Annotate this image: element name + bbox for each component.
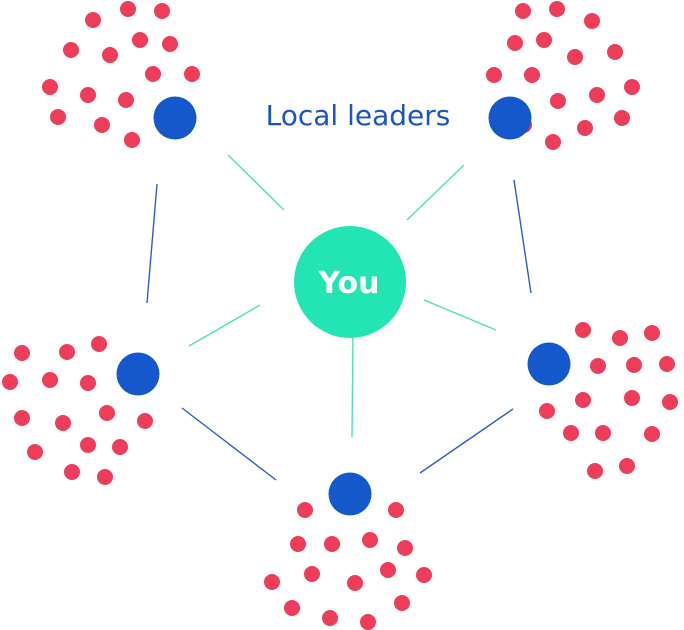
link-center-bottom [351, 325, 354, 438]
member-dot-bottom [290, 536, 306, 552]
member-dot-top-right [507, 35, 523, 51]
member-dot-top-left [85, 12, 101, 28]
center-node: You [294, 226, 406, 338]
member-dot-top-left [80, 87, 96, 103]
member-dot-top-right [524, 67, 540, 83]
member-dot-right [626, 357, 642, 373]
member-dot-right [619, 458, 635, 474]
member-dot-right [624, 390, 640, 406]
leaders-layer [116, 96, 571, 516]
links-layer [146, 154, 532, 481]
link-center-top-left [227, 154, 285, 211]
member-dot-bottom [322, 610, 338, 626]
local-leaders-label: Local leaders [266, 99, 451, 132]
member-dot-top-right [515, 3, 531, 19]
member-dot-left [99, 405, 115, 421]
link-leader-topright-right [513, 179, 532, 294]
member-dot-right [590, 358, 606, 374]
member-dot-bottom [347, 575, 363, 591]
member-dot-right [539, 403, 555, 419]
member-dot-top-right [567, 49, 583, 65]
member-dot-left [42, 372, 58, 388]
member-dot-left [97, 469, 113, 485]
member-dot-left [27, 444, 43, 460]
member-dot-top-left [42, 79, 58, 95]
link-center-top-right [406, 164, 465, 221]
member-dot-bottom [360, 614, 376, 630]
member-dot-left [14, 410, 30, 426]
member-dot-right [575, 322, 591, 338]
member-dot-bottom [362, 532, 378, 548]
member-dot-top-left [120, 1, 136, 17]
member-dot-bottom [324, 536, 340, 552]
member-dot-top-right [589, 87, 605, 103]
link-leader-right-bottom [419, 408, 514, 474]
member-dot-top-right [549, 1, 565, 17]
member-dot-right [659, 356, 675, 372]
leader-node-right [527, 342, 571, 386]
member-dot-top-left [102, 47, 118, 63]
member-dot-top-right [536, 32, 552, 48]
member-dot-top-right [577, 120, 593, 136]
link-center-left [188, 304, 261, 347]
member-dot-top-left [124, 132, 140, 148]
member-dot-top-right [545, 134, 561, 150]
link-leader-topleft-left [146, 183, 158, 304]
member-dot-right [575, 392, 591, 408]
member-dot-top-right [614, 110, 630, 126]
member-dot-left [137, 413, 153, 429]
member-dot-top-right [584, 13, 600, 29]
member-dot-left [112, 439, 128, 455]
member-dot-right [563, 425, 579, 441]
member-dot-right [662, 394, 678, 410]
member-dot-top-left [184, 66, 200, 82]
member-dot-top-right [486, 67, 502, 83]
member-dot-left [59, 344, 75, 360]
member-dot-left [55, 415, 71, 431]
member-dot-bottom [264, 574, 280, 590]
member-dot-right [595, 425, 611, 441]
member-dot-top-left [94, 117, 110, 133]
link-leader-left-bottom [181, 407, 277, 481]
member-dot-top-left [63, 42, 79, 58]
member-dot-top-left [118, 92, 134, 108]
member-dot-left [80, 375, 96, 391]
member-dot-top-right [607, 44, 623, 60]
member-dot-top-right [624, 79, 640, 95]
member-dot-right [587, 463, 603, 479]
member-dot-bottom [397, 540, 413, 556]
member-dot-left [14, 345, 30, 361]
member-dot-top-left [154, 3, 170, 19]
member-dot-bottom [416, 567, 432, 583]
leader-node-bottom [328, 472, 372, 516]
member-dot-left [2, 374, 18, 390]
member-dot-top-left [162, 36, 178, 52]
member-dot-bottom [284, 600, 300, 616]
member-dot-top-left [50, 109, 66, 125]
leader-node-top-right [488, 96, 532, 140]
member-dot-bottom [304, 566, 320, 582]
member-dot-top-right [550, 93, 566, 109]
member-dot-right [644, 426, 660, 442]
member-dot-left [80, 437, 96, 453]
member-dot-bottom [380, 562, 396, 578]
leader-node-top-left [153, 96, 197, 140]
member-dot-top-left [145, 66, 161, 82]
link-center-right [423, 299, 497, 331]
member-dot-right [644, 325, 660, 341]
member-dot-right [612, 330, 628, 346]
you-node [294, 226, 406, 338]
member-dot-bottom [297, 502, 313, 518]
member-dot-left [64, 464, 80, 480]
member-dot-top-left [132, 32, 148, 48]
leader-node-left [116, 352, 160, 396]
member-dot-bottom [394, 595, 410, 611]
you-label: You [318, 266, 380, 301]
member-dot-bottom [388, 502, 404, 518]
member-dot-left [91, 336, 107, 352]
